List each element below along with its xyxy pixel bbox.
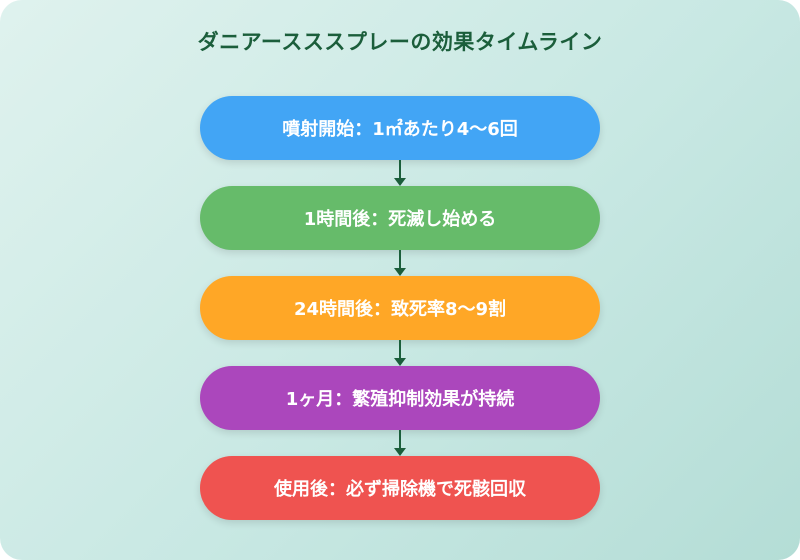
step-label: 1ヶ月：繁殖抑制効果が持続 [285,389,515,410]
arrow-down-icon [394,250,406,276]
step-label: 使用後：必ず掃除機で死骸回収 [274,479,526,500]
arrow-down-icon [394,430,406,456]
step-label: 24時間後：致死率8〜9割 [293,299,507,320]
arrow-down-icon [394,340,406,366]
timeline-step-after-use: 使用後：必ず掃除機で死骸回収 [200,456,600,520]
diagram-title: ダニアースススプレーの効果タイムライン [197,30,603,54]
arrow-down-icon [394,160,406,186]
timeline-step-spray-start: 噴射開始：1㎡あたり4〜6回 [200,96,600,160]
step-label: 1時間後：死滅し始める [303,209,497,230]
timeline-step-one-month: 1ヶ月：繁殖抑制効果が持続 [200,366,600,430]
timeline-step-one-hour: 1時間後：死滅し始める [200,186,600,250]
timeline-step-24-hours: 24時間後：致死率8〜9割 [200,276,600,340]
step-label: 噴射開始：1㎡あたり4〜6回 [282,119,518,140]
